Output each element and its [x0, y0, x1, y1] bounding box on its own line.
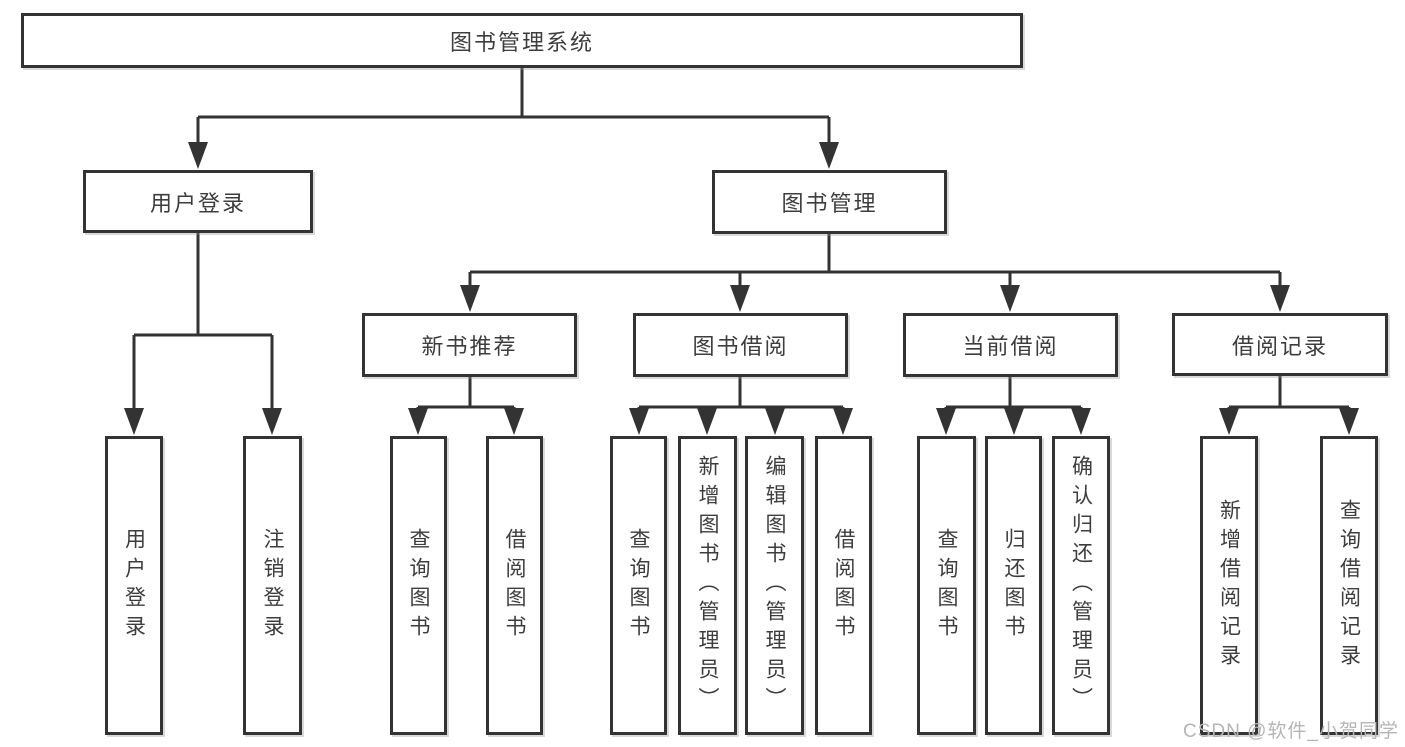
arrowhead-down-icon — [262, 408, 282, 435]
connector-user-login — [124, 233, 282, 435]
arrowhead-down-icon — [408, 408, 428, 435]
connector-book-borrowing — [629, 377, 853, 435]
connector-new-book-recommendation — [408, 377, 524, 435]
node-label: 查询图书 — [627, 527, 650, 644]
connector-borrowing-records — [1219, 376, 1359, 435]
node-label: 用户登录 — [149, 190, 246, 216]
node-leaf-current-query-books: 查询图书 — [917, 436, 976, 735]
connector-root — [188, 68, 839, 169]
arrowhead-down-icon — [819, 142, 839, 169]
node-leaf-current-return-books: 归还图书 — [985, 436, 1042, 735]
node-label: 归还图书 — [1002, 527, 1025, 644]
node-label: 借阅记录 — [1231, 333, 1328, 359]
node-leaf-records-query: 查询借阅记录 — [1320, 436, 1378, 735]
arrowhead-down-icon — [1339, 408, 1359, 435]
node-leaf-recommend-borrow-books: 借阅图书 — [486, 436, 543, 735]
arrowhead-down-icon — [833, 408, 853, 435]
node-book-management: 图书管理 — [712, 170, 947, 234]
node-label: 当前借阅 — [962, 334, 1059, 359]
node-label: 查询图书 — [935, 527, 958, 644]
arrowhead-down-icon — [1219, 408, 1239, 435]
node-label: 新书推荐 — [421, 334, 518, 359]
connector-line — [1227, 376, 1351, 414]
node-book-borrowing: 图书借阅 — [633, 313, 848, 377]
node-root: 图书管理系统 — [21, 13, 1023, 68]
arrowhead-down-icon — [460, 285, 480, 312]
arrowhead-down-icon — [1071, 408, 1091, 435]
node-label: 编辑图书（管理员） — [763, 455, 786, 716]
node-leaf-borrowing-query-books: 查询图书 — [610, 436, 667, 735]
watermark: CSDN @软件_小贺同学 — [1183, 721, 1399, 742]
connector-book-management — [460, 234, 1290, 312]
connector-line — [468, 234, 1282, 291]
node-leaf-logout: 注销登录 — [243, 436, 302, 735]
arrowhead-down-icon — [1270, 285, 1290, 312]
node-leaf-recommend-query-books: 查询图书 — [390, 436, 447, 735]
node-label: 查询借阅记录 — [1337, 498, 1361, 673]
node-label: 用户登录 — [122, 527, 146, 644]
node-leaf-borrowing-edit-books: 编辑图书（管理员） — [745, 436, 804, 735]
connector-line — [637, 377, 845, 414]
arrowhead-down-icon — [1004, 408, 1024, 435]
node-label: 查询图书 — [407, 527, 430, 644]
node-leaf-user-login: 用户登录 — [105, 436, 163, 735]
node-label: 图书管理 — [781, 191, 878, 216]
node-label: 新增借阅记录 — [1217, 498, 1241, 673]
connector-line — [416, 377, 516, 414]
node-label: 借阅图书 — [503, 527, 526, 644]
arrowhead-down-icon — [1000, 285, 1020, 312]
arrowhead-down-icon — [765, 408, 785, 435]
arrowhead-down-icon — [697, 408, 717, 435]
node-label: 注销登录 — [261, 527, 284, 644]
node-label: 图书管理系统 — [449, 29, 594, 55]
arrowhead-down-icon — [188, 142, 208, 169]
connector-line — [196, 68, 831, 148]
arrowhead-down-icon — [629, 408, 649, 435]
node-label: 确认归还（管理员） — [1069, 455, 1093, 716]
arrowhead-down-icon — [124, 408, 144, 435]
node-leaf-borrowing-borrow-books: 借阅图书 — [815, 436, 872, 735]
node-new-book-recommendation: 新书推荐 — [362, 313, 577, 377]
arrowhead-down-icon — [936, 408, 956, 435]
node-leaf-current-confirm-return: 确认归还（管理员） — [1052, 436, 1110, 735]
node-user-login: 用户登录 — [83, 170, 313, 233]
arrowhead-down-icon — [504, 408, 524, 435]
node-borrowing-records: 借阅记录 — [1172, 313, 1388, 376]
node-current-borrowing: 当前借阅 — [903, 313, 1118, 377]
arrowhead-down-icon — [730, 285, 750, 312]
node-leaf-records-add: 新增借阅记录 — [1200, 436, 1258, 735]
node-leaf-borrowing-add-books: 新增图书（管理员） — [678, 436, 737, 735]
connector-current-borrowing — [936, 377, 1091, 435]
node-label: 借阅图书 — [832, 527, 855, 644]
node-label: 新增图书（管理员） — [696, 455, 719, 716]
node-label: 图书借阅 — [692, 334, 789, 359]
connector-line — [132, 233, 274, 414]
